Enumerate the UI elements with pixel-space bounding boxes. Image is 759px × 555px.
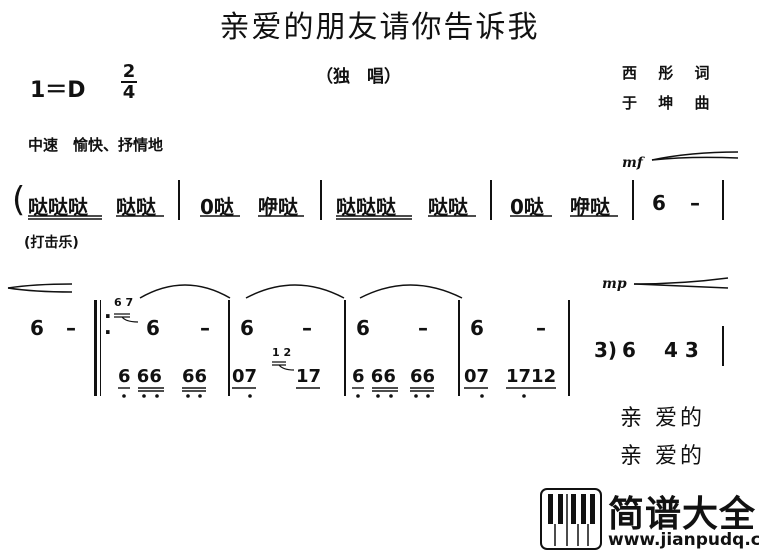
barline bbox=[344, 300, 346, 396]
note: 6 bbox=[470, 316, 484, 340]
key-signature: 1＝D bbox=[30, 78, 86, 103]
note: 6 bbox=[622, 338, 636, 362]
barline bbox=[320, 180, 322, 220]
note: 6 bbox=[30, 316, 44, 340]
dash: – bbox=[200, 316, 210, 340]
note-group: 咿哒 bbox=[570, 195, 610, 219]
barline bbox=[632, 180, 634, 220]
note-group: 07 bbox=[232, 366, 258, 387]
decrescendo-hairpin bbox=[7, 283, 73, 293]
crescendo-hairpin bbox=[651, 151, 739, 161]
piano-keys-logo bbox=[540, 488, 602, 550]
open-paren: ( bbox=[12, 180, 26, 220]
barline bbox=[228, 300, 230, 396]
note-group: 咿哒 bbox=[258, 195, 298, 219]
crescendo-hairpin bbox=[633, 277, 729, 289]
time-sig-top: 2 bbox=[122, 61, 136, 82]
time-signature: 2 4 bbox=[120, 62, 138, 102]
dynamic-mp: mp bbox=[602, 276, 627, 292]
dash: – bbox=[690, 191, 700, 215]
dash: – bbox=[302, 316, 312, 340]
note: 3) bbox=[594, 338, 618, 362]
note: 6 bbox=[146, 316, 160, 340]
barline bbox=[722, 326, 724, 366]
barline bbox=[490, 180, 492, 220]
site-url[interactable]: www.jianpudq.com bbox=[608, 530, 759, 550]
site-logo-text: 简谱大全 bbox=[608, 494, 757, 535]
composer-credit: 于 坤 曲 bbox=[622, 94, 718, 112]
note-group: 0哒 bbox=[510, 195, 544, 219]
song-title: 亲爱的朋友请你告诉我 bbox=[219, 10, 540, 45]
beam-lines-lower bbox=[118, 387, 556, 398]
barline bbox=[568, 300, 570, 396]
dynamic-mf: mf bbox=[622, 155, 643, 171]
lyric-line: 亲 爱的 bbox=[620, 406, 705, 431]
grace-notes: 6 7 bbox=[114, 296, 134, 309]
note: 6 bbox=[652, 191, 666, 215]
note-group: 哒哒 bbox=[116, 195, 156, 219]
note-group: 4 3 bbox=[664, 338, 699, 362]
repeat-barline-thick bbox=[94, 300, 97, 396]
note-group: 07 bbox=[464, 366, 490, 387]
time-sig-bottom: 4 bbox=[122, 82, 136, 103]
grace-notes: 1 2 bbox=[272, 346, 292, 359]
note-group: 哒哒哒 bbox=[336, 195, 396, 219]
barline bbox=[458, 300, 460, 396]
slurs bbox=[139, 284, 463, 299]
lyricist-credit: 西 彤 词 bbox=[622, 64, 718, 82]
dash: – bbox=[536, 316, 546, 340]
note-group: 6 66 bbox=[118, 366, 162, 387]
repeat-barline-thin bbox=[100, 300, 101, 396]
note-group: 6 66 bbox=[352, 366, 396, 387]
barline bbox=[722, 180, 724, 220]
note: 6 bbox=[240, 316, 254, 340]
percussion-label: (打击乐) bbox=[24, 235, 79, 251]
note: 6 bbox=[356, 316, 370, 340]
repeat-dots: ·· bbox=[104, 304, 112, 344]
tempo-marking: 中速 愉快、抒情地 bbox=[28, 136, 164, 154]
dash: – bbox=[66, 316, 76, 340]
barline bbox=[178, 180, 180, 220]
note-group: 哒哒哒 bbox=[28, 195, 88, 219]
performance-type: （独 唱） bbox=[316, 67, 401, 87]
grace-slur bbox=[272, 361, 295, 371]
note-group: 17 bbox=[296, 366, 322, 387]
lyric-line: 亲 爱的 bbox=[620, 444, 705, 469]
note-group: 1712 bbox=[506, 366, 557, 387]
note-group: 66 bbox=[182, 366, 208, 387]
grace-slur bbox=[114, 313, 139, 323]
note-group: 哒哒 bbox=[428, 195, 468, 219]
note-group: 66 bbox=[410, 366, 436, 387]
note-group: 0哒 bbox=[200, 195, 234, 219]
dash: – bbox=[418, 316, 428, 340]
beam-lines bbox=[28, 215, 618, 220]
